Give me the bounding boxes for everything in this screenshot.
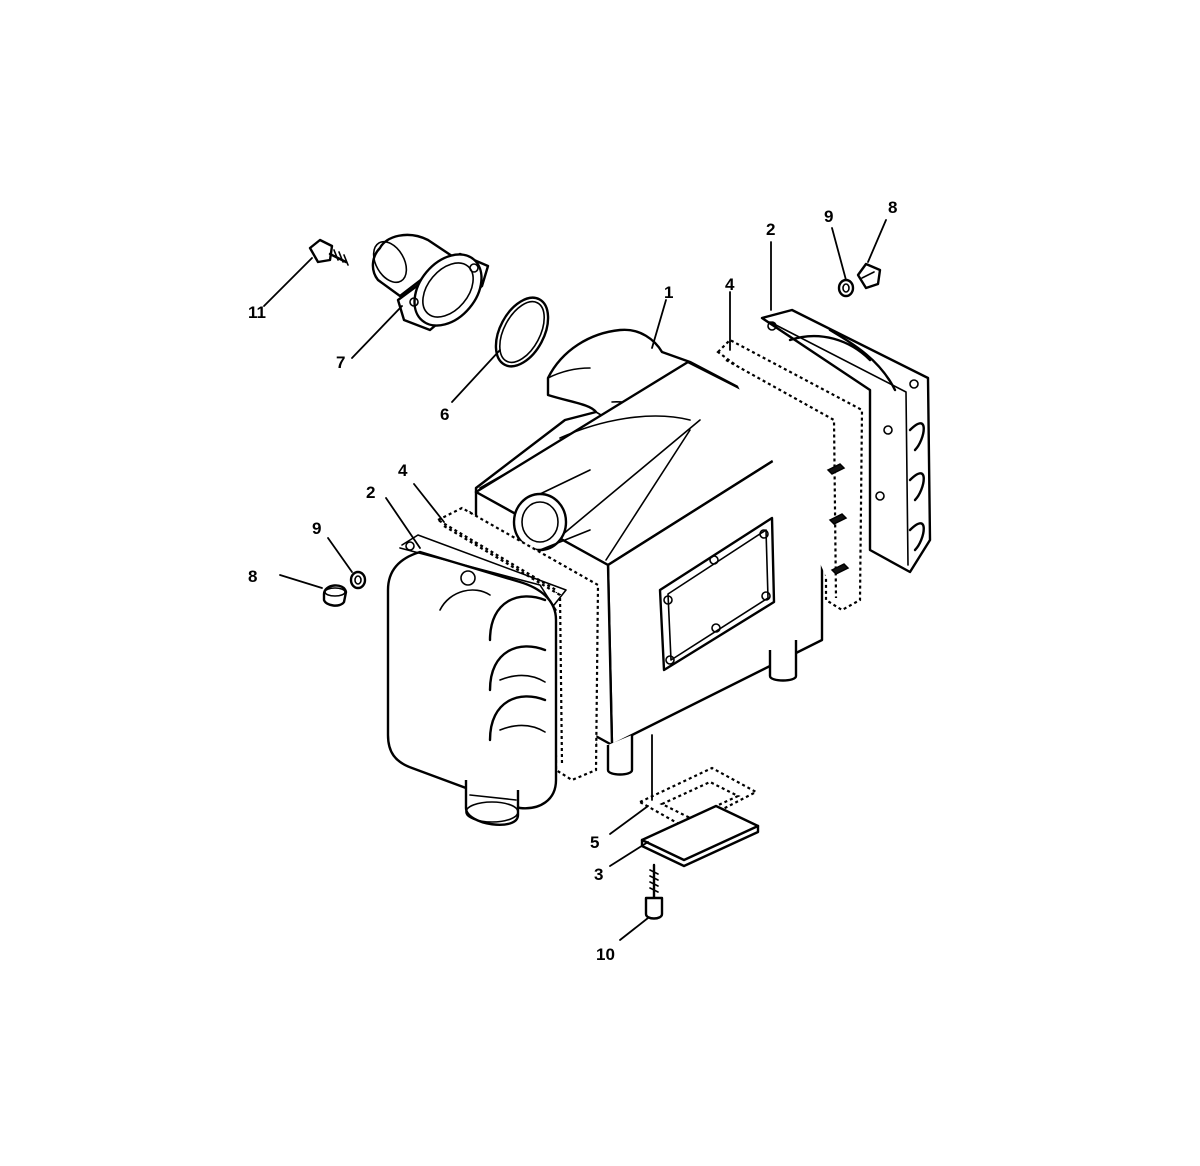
- callout-9-left: 9: [312, 519, 321, 538]
- callout-2-left: 2: [366, 483, 375, 502]
- right-plug: [856, 262, 882, 290]
- callout-8-top: 8: [888, 198, 897, 217]
- callout-11: 11: [248, 303, 266, 322]
- callout-7: 7: [336, 353, 345, 372]
- elbow-fitting: [371, 233, 490, 332]
- bottom-screw: [644, 863, 664, 920]
- o-ring: [494, 296, 550, 368]
- callout-5: 5: [590, 833, 599, 852]
- callout-3: 3: [594, 865, 603, 884]
- left-plug: [322, 584, 348, 607]
- callout-1: 1: [664, 283, 673, 302]
- leader-lines: [263, 219, 887, 941]
- bottom-gasket: [637, 766, 759, 830]
- bottom-cover-plate: [640, 804, 760, 868]
- callout-2-top: 2: [766, 220, 775, 239]
- callout-6: 6: [440, 405, 449, 424]
- callout-10: 10: [596, 945, 615, 964]
- right-gasket: [716, 338, 864, 612]
- callout-4-top: 4: [725, 275, 735, 294]
- elbow-screw: [308, 238, 349, 266]
- right-washer: [837, 278, 855, 298]
- callout-4-left: 4: [398, 461, 408, 480]
- right-end-cover: [760, 308, 932, 574]
- callout-8-left: 8: [248, 567, 257, 586]
- callout-labels: 1 2 4 9 8 11 7 6 2 4 9 8 5 3 10: [248, 198, 897, 964]
- left-washer: [349, 570, 367, 590]
- callout-9-top: 9: [824, 207, 833, 226]
- left-end-cover: [386, 534, 567, 826]
